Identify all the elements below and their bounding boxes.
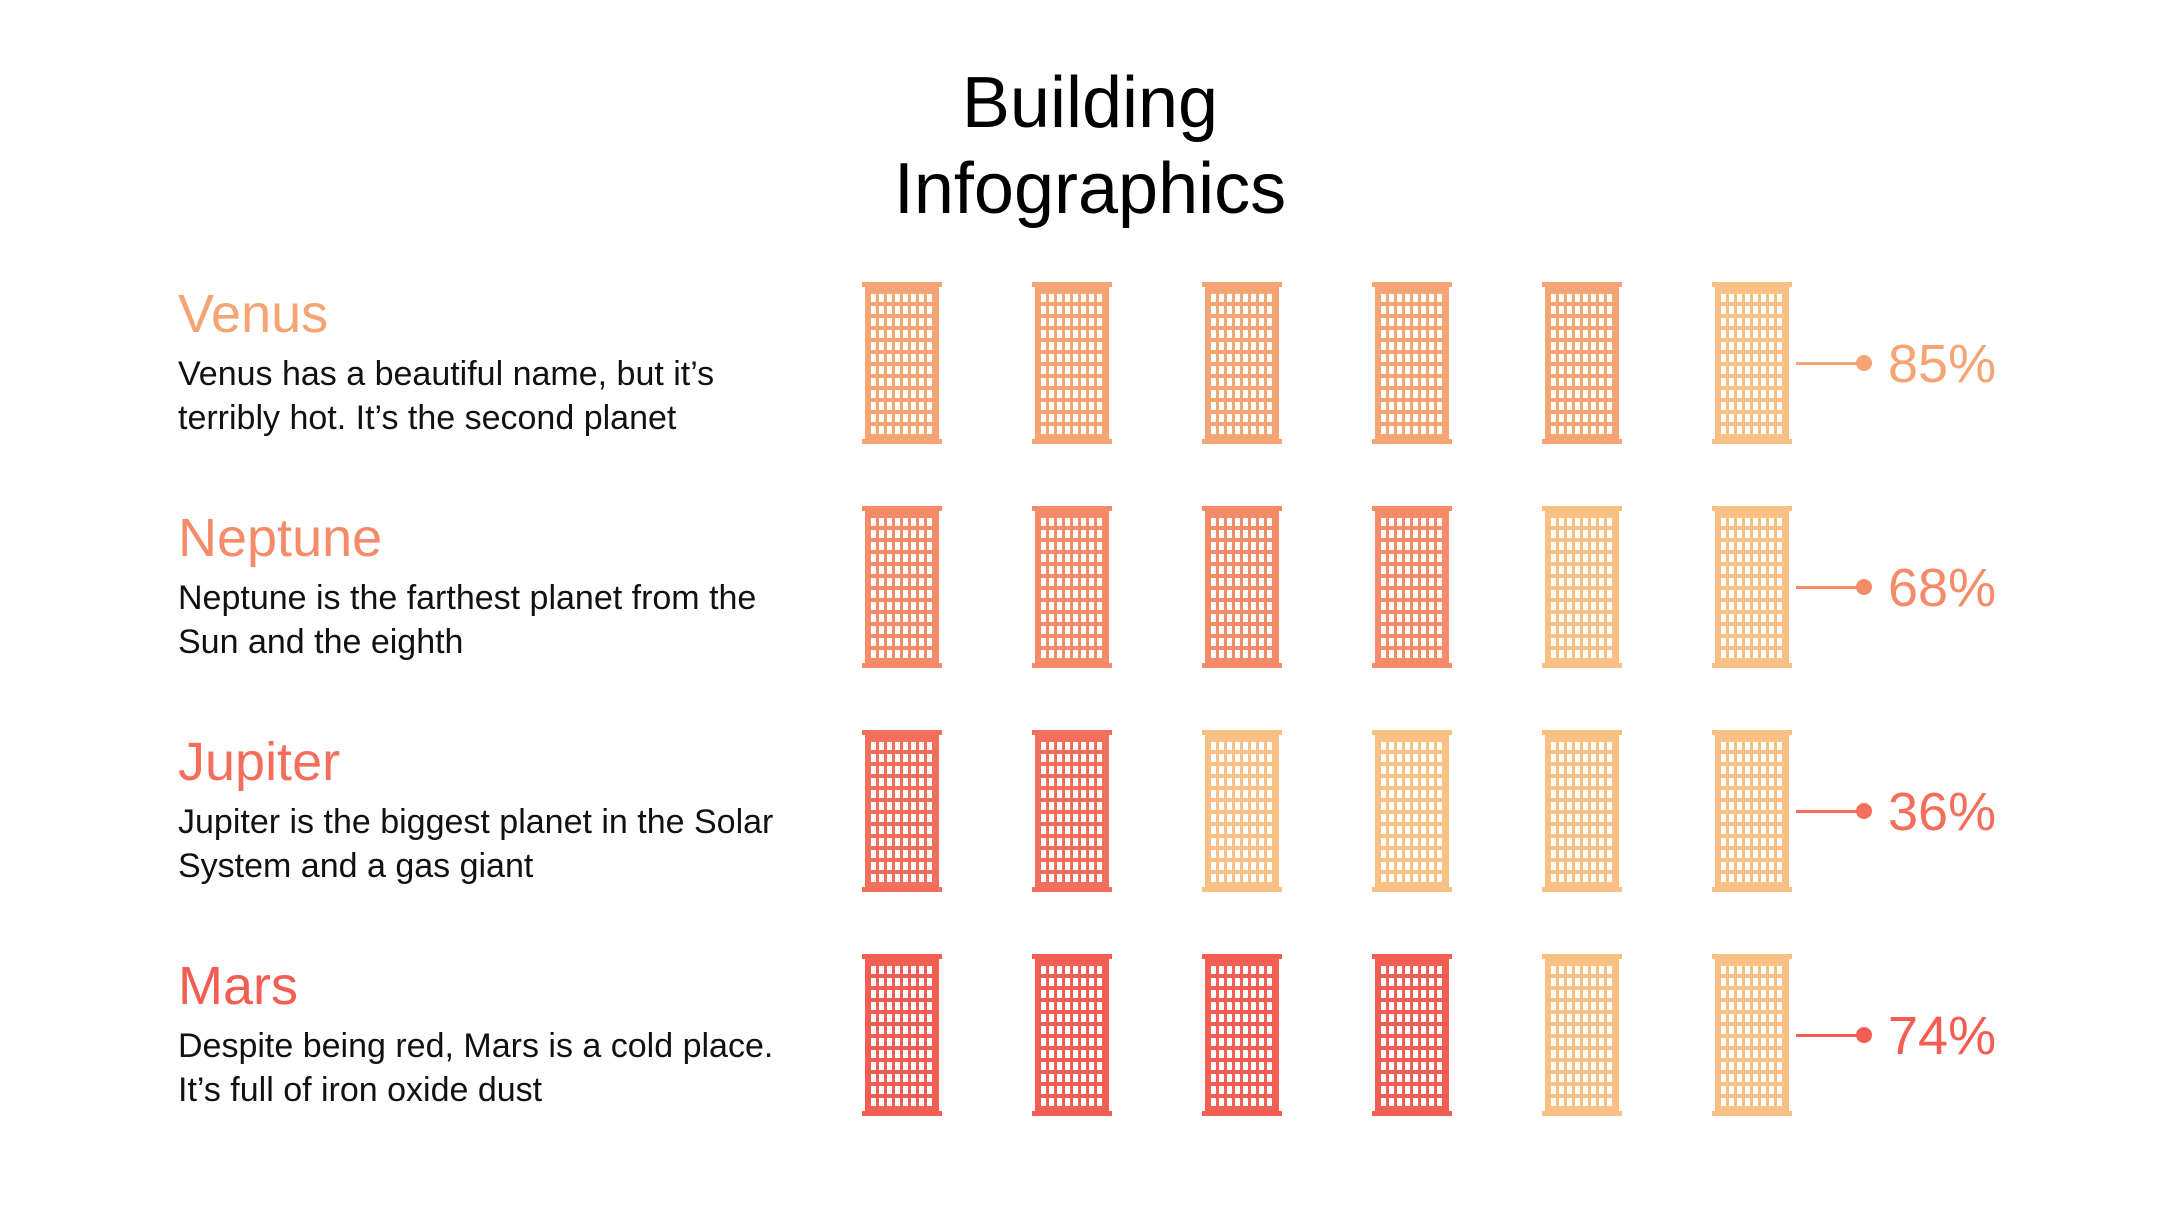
building-icon <box>1542 730 1622 892</box>
building <box>1372 730 1452 892</box>
building-icon <box>862 506 942 668</box>
connector-dot <box>1856 355 1872 371</box>
building <box>1372 506 1452 668</box>
building <box>1542 506 1622 668</box>
building-icon <box>862 730 942 892</box>
connector-line <box>1796 810 1862 813</box>
building <box>862 506 942 668</box>
building <box>862 282 942 444</box>
planet-description: Neptune is the farthest planet from the … <box>178 579 757 661</box>
percent-label: 68% <box>1888 558 1997 618</box>
building-icon <box>1202 282 1282 444</box>
page-title-line-2: Infographics <box>893 149 1287 229</box>
building-icon <box>1372 730 1452 892</box>
building <box>1712 282 1792 444</box>
building <box>862 730 942 892</box>
building-icon <box>1712 282 1792 444</box>
planet-name: Jupiter <box>178 732 341 792</box>
building <box>1202 282 1282 444</box>
building-icon <box>1032 954 1112 1116</box>
building <box>1032 282 1112 444</box>
building <box>1032 954 1112 1116</box>
building-icon <box>1202 730 1282 892</box>
building <box>1372 282 1452 444</box>
percent-label: 74% <box>1888 1006 1997 1066</box>
percent-label: 85% <box>1888 334 1997 394</box>
building <box>862 954 942 1116</box>
percent-label: 36% <box>1888 782 1997 842</box>
building <box>1712 954 1792 1116</box>
page-title-line-1: Building <box>961 63 1219 143</box>
connector-dot <box>1856 803 1872 819</box>
row-neptune: Neptune Neptune is the farthest planet f… <box>0 506 2160 706</box>
building-icon <box>1372 282 1452 444</box>
planet-name: Venus <box>178 284 329 344</box>
building <box>1202 730 1282 892</box>
planet-description: Jupiter is the biggest planet in the Sol… <box>178 803 774 885</box>
building <box>1202 954 1282 1116</box>
building-icon <box>1712 506 1792 668</box>
row-jupiter: Jupiter Jupiter is the biggest planet in… <box>0 730 2160 930</box>
building-icon <box>1372 506 1452 668</box>
row-venus: Venus Venus has a beautiful name, but it… <box>0 282 2160 482</box>
building <box>1372 954 1452 1116</box>
planet-description: Venus has a beautiful name, but it’s ter… <box>178 355 715 437</box>
building-icon <box>1032 506 1112 668</box>
building-icon <box>1372 954 1452 1116</box>
planet-description: Despite being red, Mars is a cold place.… <box>178 1027 774 1109</box>
building-icon <box>1542 954 1622 1116</box>
building <box>1712 506 1792 668</box>
connector-line <box>1796 1034 1862 1037</box>
building <box>1542 282 1622 444</box>
building-icon <box>1712 730 1792 892</box>
building-icon <box>862 282 942 444</box>
planet-name: Neptune <box>178 508 383 568</box>
building <box>1202 506 1282 668</box>
building-icon <box>1202 954 1282 1116</box>
building <box>1032 506 1112 668</box>
building <box>1542 954 1622 1116</box>
building <box>1542 730 1622 892</box>
building-icon <box>1202 506 1282 668</box>
connector-dot <box>1856 579 1872 595</box>
building-icon <box>1032 282 1112 444</box>
row-mars: Mars Despite being red, Mars is a cold p… <box>0 954 2160 1154</box>
building <box>1032 730 1112 892</box>
building <box>1712 730 1792 892</box>
building-icon <box>862 954 942 1116</box>
building-icon <box>1032 730 1112 892</box>
building-icon <box>1712 954 1792 1116</box>
page-title: Building Infographics <box>0 60 2160 232</box>
building-icon <box>1542 506 1622 668</box>
planet-name: Mars <box>178 956 298 1016</box>
connector-line <box>1796 586 1862 589</box>
connector-line <box>1796 362 1862 365</box>
building-icon <box>1542 282 1622 444</box>
connector-dot <box>1856 1027 1872 1043</box>
